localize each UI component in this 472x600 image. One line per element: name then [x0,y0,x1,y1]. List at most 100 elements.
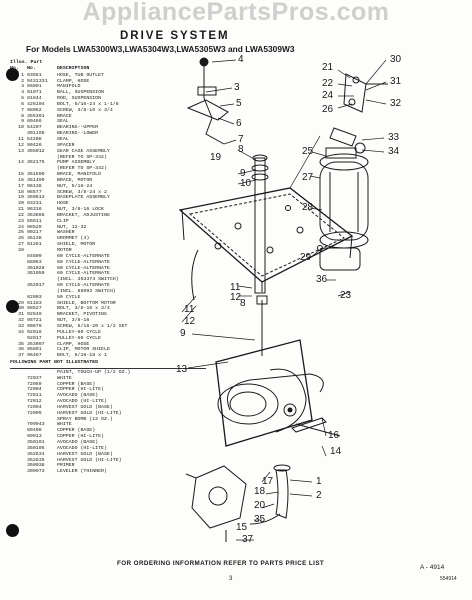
binder-hole-icon [6,300,19,313]
part-number: 92549 [27,312,42,318]
part-number: 309973 [27,469,45,475]
leader-lines [181,59,387,541]
part-description: (INCL. 88993 SWITCH) [57,288,116,294]
part-description: HOSE [57,201,69,207]
part-number: 36138 [27,236,42,242]
part-description: (INCL. 363374 SWITCH) [57,277,119,283]
part-description: BALL, SUSPENSION [57,90,104,96]
header-no2: No. [27,65,36,71]
part-description: NUT, 3/8-16 [57,318,90,324]
illus-number: 23 [18,218,24,224]
part-description: HARVEST GOLD (BASE) [57,404,113,410]
part-number: 91071 [27,90,42,96]
part-description: WASHER [57,230,75,236]
callout-number: 14 [330,446,342,457]
callout-number: 27 [302,172,314,183]
illus-number: 18 [18,189,24,195]
illus-number: 29 [18,300,24,306]
not-illustrated-heading: FOLLOWING PART NOT ILLUSTRATED [10,360,99,366]
illus-number: 26 [18,236,24,242]
part-number: 352834 [27,451,45,457]
part-description: ROD, SUSPENSION [57,96,102,102]
part-number: 363866 [27,212,45,218]
part-number: 91183 [27,300,42,306]
part-number: 98062 [27,107,42,113]
part-description: SPRAY BOMB (12 OZ.) [57,416,113,422]
part-number: 55611 [27,218,42,224]
part-description: BOLT, 5/16-18 x 1 [57,353,107,359]
callout-number: 33 [388,132,400,143]
part-description: SPACER [57,142,75,148]
part-number: 361059 [27,271,45,277]
part-description: PULLEY-60 CYCLE [57,329,102,335]
part-description: COPPER (HI-LITE) [57,387,104,393]
callout-number: 17 [262,476,274,487]
header-illus: Illus. Part [10,60,43,65]
callout-number: 9 [240,168,246,179]
part-number: 350038 [27,463,45,469]
illus-number: 16 [18,177,24,183]
part-description: BRACE, MOTOR [57,177,93,183]
part-number: 96316 [27,207,42,213]
part-number: 90217 [27,230,42,236]
part-number: 81844 [27,96,42,102]
part-number: 72011 [27,393,42,399]
part-description: AVOCADO (BASE) [57,393,99,399]
illus-number: 37 [18,353,24,359]
illus-number: 11 [18,136,24,142]
callout-number: 37 [242,534,254,545]
part-number: 86091 [27,84,42,90]
illus-number: 5 [21,96,24,102]
part-description: COPPER (BASE) [57,428,96,434]
part-number: 72094 [27,404,42,410]
pump-assembly-drawing [185,465,247,542]
part-description: 60 CYCLE-ALTERNATE [57,265,110,271]
part-description: SHIELD, MOTOR [57,242,96,248]
illus-number: 20 [18,201,24,207]
belt-drawing [227,373,324,411]
part-description: HOSE, TUB OUTLET [57,72,104,78]
part-description: SCREW, 3/8-24 x 2 [57,189,107,195]
binder-hole-icon [6,68,19,81]
part-description: SCREW, 3/8-16 x 3/4 [57,107,113,113]
illus-number: 3 [21,84,24,90]
illus-number: 31 [18,312,24,318]
illus-number: 9 [21,119,24,125]
suspension-ball-drawing [199,57,213,119]
part-description: WHITE [57,375,72,381]
part-number: 95721 [27,318,42,324]
manifold-drawing [186,86,229,145]
header-description: DESCRIPTION [57,65,90,71]
part-number: 84809 [27,253,42,259]
callout-number: 19 [210,152,222,163]
part-number: 93231 [27,201,42,207]
part-number: 54207 [27,125,42,131]
part-description: MANIFOLD [57,84,81,90]
callout-number: 7 [238,134,244,145]
part-number: 350191 [27,440,45,445]
page-number: 3 [229,576,233,582]
page-title: DRIVE SYSTEM [120,30,230,42]
callout-number: 3 [234,82,240,93]
part-description: CLAMP, HOSE [57,78,90,84]
